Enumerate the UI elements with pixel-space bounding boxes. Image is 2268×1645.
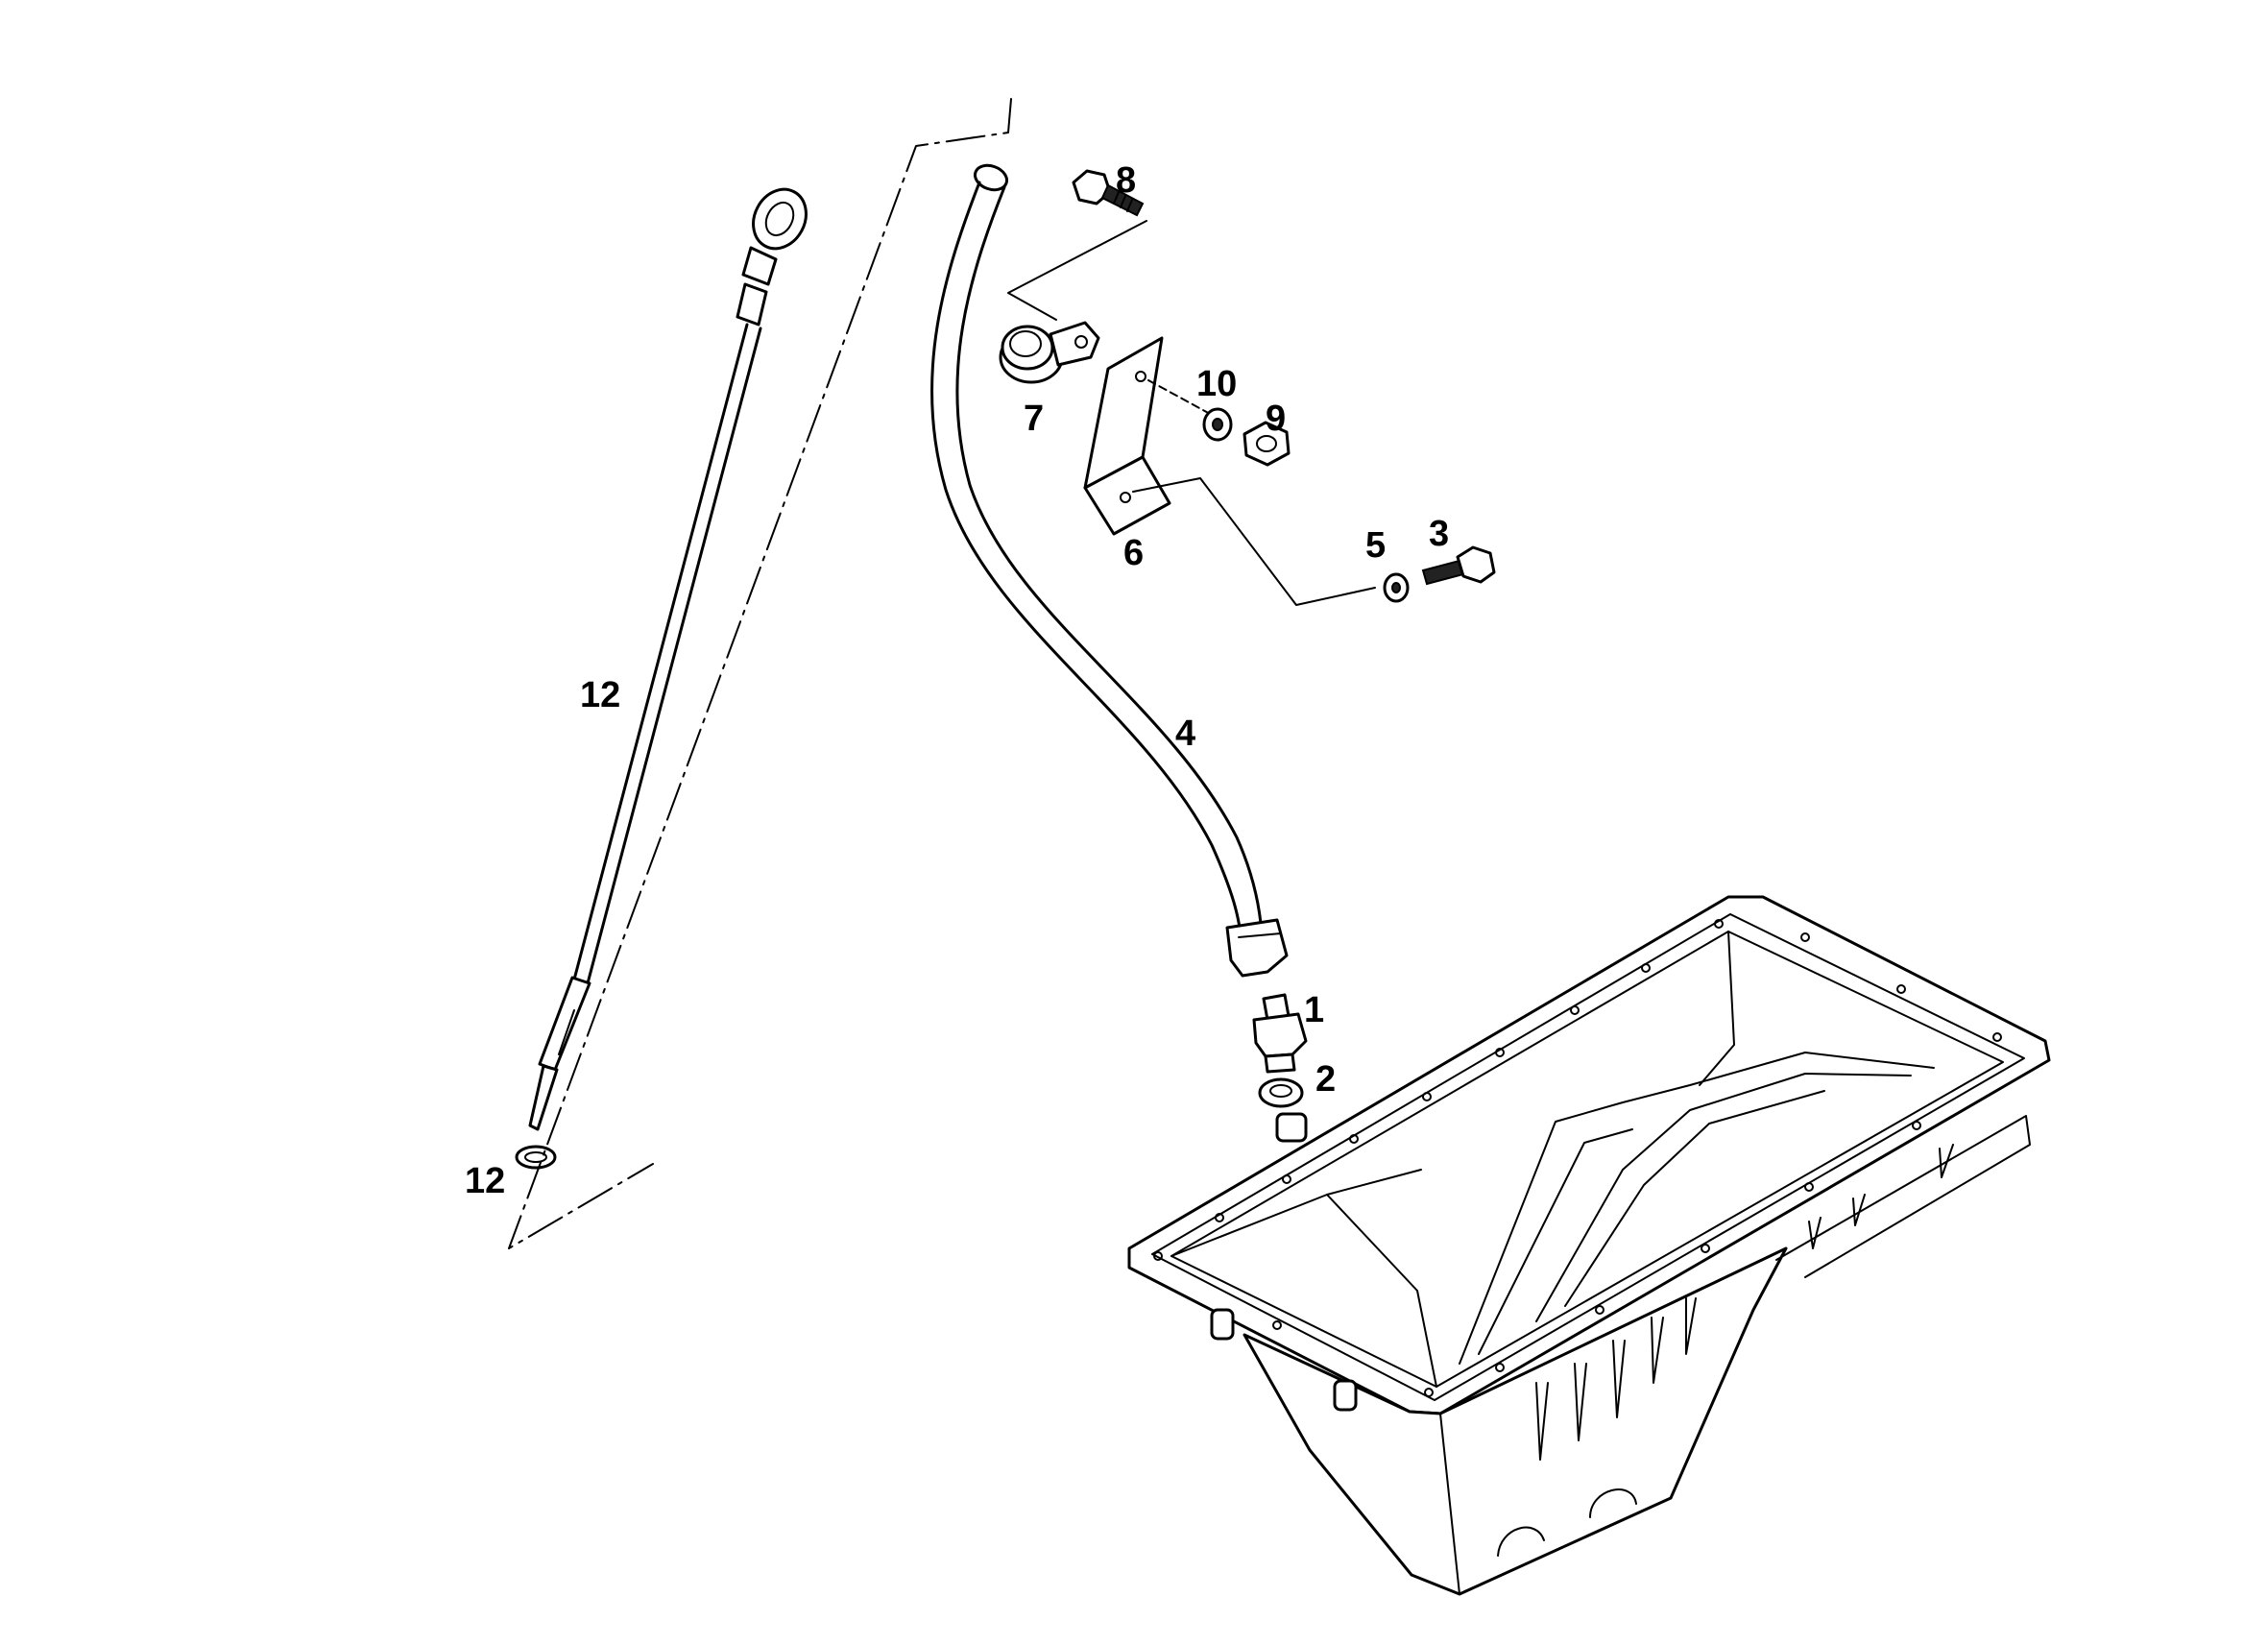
fitting-part-1 [1252, 993, 1308, 1074]
callout-3: 3 [1429, 514, 1449, 554]
leader-line-5 [1132, 477, 1376, 606]
callout-12-seal: 12 [465, 1161, 505, 1201]
callout-5: 5 [1365, 525, 1386, 566]
section-boundary-line [508, 98, 1012, 1249]
washer-part-10 [1202, 407, 1233, 442]
callout-8: 8 [1116, 160, 1136, 201]
callout-labels: 8 7 10 9 6 5 3 4 12 12 1 2 [465, 160, 1449, 1201]
callout-12-dipstick: 12 [580, 675, 620, 715]
bracket-part-6 [1083, 336, 1171, 536]
callout-10: 10 [1196, 364, 1237, 404]
callout-6: 6 [1123, 533, 1144, 573]
callout-1: 1 [1304, 990, 1324, 1030]
seal-ring-part-2 [1258, 1077, 1304, 1108]
bolt-part-3 [1421, 545, 1496, 586]
oil-pan [1127, 895, 2051, 1596]
leader-line-10 [1147, 379, 1213, 416]
dipstick-tube-part-4 [930, 163, 1289, 978]
callout-7: 7 [1024, 399, 1044, 439]
seal-ring-part-12 [515, 1145, 557, 1170]
callout-4: 4 [1175, 714, 1195, 754]
bolt-part-8 [1072, 169, 1145, 217]
washer-part-5 [1383, 572, 1410, 603]
clamp-part-7 [999, 321, 1100, 384]
nut-part-9 [1243, 421, 1291, 467]
leader-line-8 [1007, 220, 1147, 321]
dipstick-part-12 [528, 187, 808, 1131]
callout-2: 2 [1315, 1059, 1336, 1100]
callout-9: 9 [1266, 399, 1286, 439]
